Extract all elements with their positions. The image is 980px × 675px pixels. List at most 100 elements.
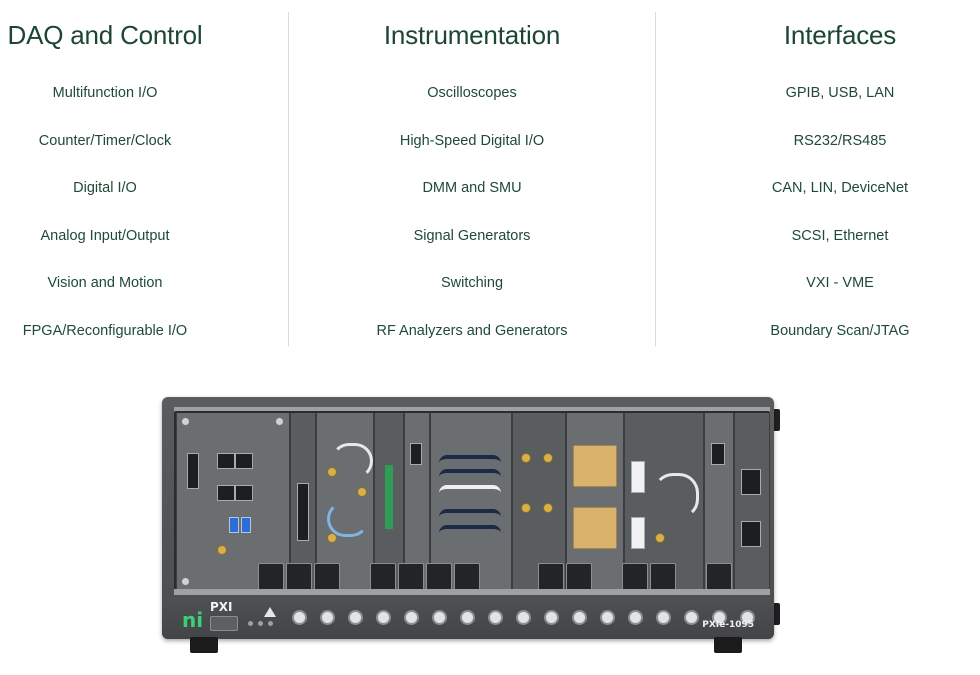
list-item: DMM and SMU — [422, 180, 522, 197]
chassis-handle — [772, 409, 780, 431]
bnc-connector — [521, 453, 531, 463]
list-item: Oscilloscopes — [427, 85, 517, 101]
column-divider — [655, 12, 656, 346]
bottom-connector — [370, 563, 396, 591]
list-item: High-Speed Digital I/O — [399, 132, 545, 149]
bottom-connector — [454, 563, 480, 591]
slot-indicator — [292, 610, 307, 625]
slot-indicator — [684, 610, 699, 625]
list-item: Multifunction I/O — [52, 85, 158, 101]
column-interfaces: Interfaces GPIB, USB, LAN RS232/RS485 CA… — [700, 0, 980, 350]
bnc-connector — [521, 503, 531, 513]
cable — [439, 485, 501, 501]
connector — [410, 443, 422, 465]
slot-indicator — [404, 610, 419, 625]
list-item: FPGA/Reconfigurable I/O — [22, 322, 188, 339]
list-item: CAN, LIN, DeviceNet — [771, 180, 909, 197]
connector — [631, 517, 645, 549]
cable — [439, 469, 501, 485]
list-item: RF Analyzers and Generators — [376, 322, 568, 339]
chassis-foot — [714, 637, 742, 653]
pxi-chassis-image: ni PXI PXIe-1095 — [162, 395, 780, 657]
connector — [631, 461, 645, 493]
bottom-connector — [538, 563, 564, 591]
top-rail — [174, 407, 770, 413]
slot-indicator — [656, 610, 671, 625]
switch-matrix — [573, 445, 617, 487]
status-led — [268, 621, 273, 626]
ni-logo: ni — [182, 608, 204, 632]
column-title: DAQ and Control — [7, 20, 203, 50]
switch-module — [566, 413, 624, 589]
sma-connector — [327, 533, 337, 543]
column-list: Multifunction I/O Counter/Timer/Clock Di… — [0, 84, 210, 370]
ethernet-port — [235, 485, 253, 501]
slot-indicator — [376, 610, 391, 625]
rf-analyzer-module — [624, 413, 704, 589]
rf-module — [316, 413, 374, 589]
cable — [439, 455, 501, 471]
cable — [327, 501, 369, 537]
usb-port — [229, 517, 239, 533]
column-list: Oscilloscopes High-Speed Digital I/O DMM… — [320, 84, 624, 370]
sma-connector — [655, 533, 665, 543]
status-led — [248, 621, 253, 626]
cable — [331, 443, 373, 479]
list-item: Switching — [440, 275, 504, 292]
screw — [275, 417, 284, 426]
interface-module — [704, 413, 734, 589]
screw — [181, 577, 190, 586]
interface-module — [734, 413, 770, 589]
list-item: GPIB, USB, LAN — [785, 85, 895, 101]
slot-indicator — [600, 610, 615, 625]
slot-indicator — [572, 610, 587, 625]
list-item: Digital I/O — [73, 180, 137, 197]
connector — [297, 483, 309, 541]
bottom-connector — [650, 563, 676, 591]
column-list: GPIB, USB, LAN RS232/RS485 CAN, LIN, Dev… — [700, 84, 980, 370]
bottom-connector — [398, 563, 424, 591]
display-port — [187, 453, 199, 489]
cable — [439, 525, 501, 541]
connector — [741, 469, 761, 495]
connector — [741, 521, 761, 547]
slot-indicator — [488, 610, 503, 625]
pxi-logo: PXI — [210, 600, 233, 614]
column-title: Interfaces — [783, 20, 897, 50]
bottom-connector — [314, 563, 340, 591]
screw — [181, 417, 190, 426]
slot-indicator — [712, 610, 727, 625]
front-panel: ni PXI PXIe-1095 — [162, 597, 774, 639]
bottom-connector — [426, 563, 452, 591]
bottom-connector — [566, 563, 592, 591]
usb-port — [241, 517, 251, 533]
list-item: Boundary Scan/JTAG — [770, 322, 910, 339]
list-item: RS232/RS485 — [793, 132, 887, 149]
trigger-connector — [217, 545, 227, 555]
list-item: Signal Generators — [413, 227, 531, 244]
slot-indicator — [320, 610, 335, 625]
slot-module — [404, 413, 430, 589]
slot-indicator — [544, 610, 559, 625]
controller-module — [176, 413, 290, 589]
switch-matrix — [573, 507, 617, 549]
category-columns: DAQ and Control Multifunction I/O Counte… — [7, 0, 980, 350]
connector — [711, 443, 725, 465]
bottom-connector — [258, 563, 284, 591]
cable — [653, 473, 699, 519]
list-item: SCSI, Ethernet — [791, 227, 889, 244]
warning-icon — [264, 607, 276, 617]
column-divider — [288, 12, 289, 346]
slot-indicator — [740, 610, 755, 625]
model-label: PXIe-1095 — [702, 620, 754, 630]
terminal-block — [385, 465, 393, 529]
power-button[interactable] — [210, 616, 238, 631]
slot-indicator — [628, 610, 643, 625]
scope-module — [512, 413, 566, 589]
list-item: Vision and Motion — [47, 275, 163, 292]
chassis-body: ni PXI PXIe-1095 — [162, 397, 774, 639]
list-item: Analog Input/Output — [40, 227, 170, 244]
list-item: Counter/Timer/Clock — [38, 132, 172, 149]
slot-indicator — [348, 610, 363, 625]
sma-connector — [357, 487, 367, 497]
